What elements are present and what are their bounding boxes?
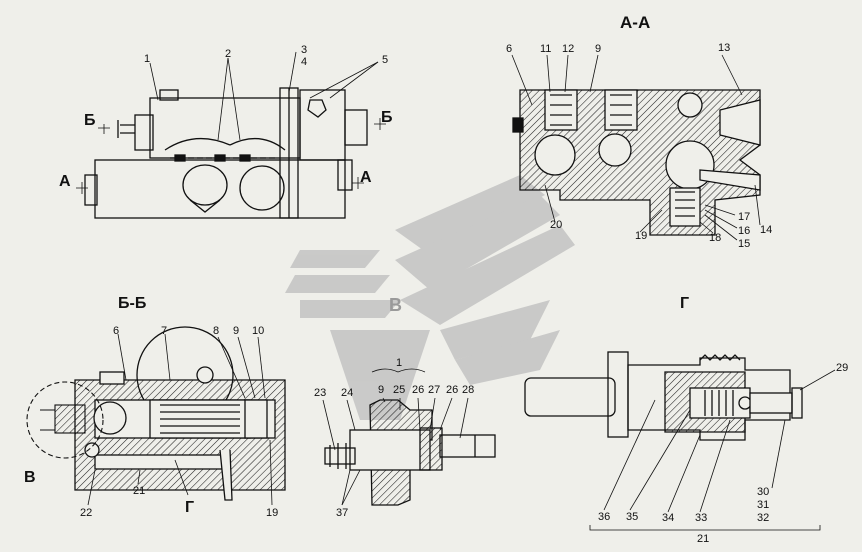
callout-36: 36 [598,511,611,523]
view-v-detail [26,381,104,459]
callout-16: 16 [738,225,751,237]
callout-21-bb: 21 [133,485,146,497]
leaders-view-g [589,369,836,531]
callout-25: 25 [393,384,406,396]
callout-26-a: 26 [412,384,425,396]
callout-17: 17 [738,211,751,223]
callout-32: 32 [757,512,770,524]
callout-10: 10 [252,325,265,337]
section-title-bb: Б-Б [118,295,147,312]
callout-22: 22 [80,507,93,519]
callout-4: 4 [301,56,308,68]
view-marker-g: Г [185,499,195,516]
callout-9-bb: 9 [233,325,240,337]
view-g-drawing [524,351,803,441]
callout-18: 18 [709,232,722,244]
callout-7: 7 [161,325,168,337]
callout-13: 13 [718,42,731,54]
leaders-exterior [76,51,386,194]
callout-12: 12 [562,43,575,55]
section-title-g: Г [680,295,690,312]
callout-28: 28 [462,384,475,396]
callout-26-b: 26 [446,384,459,396]
callout-9-aa: 9 [595,43,602,55]
callout-20: 20 [550,219,563,231]
callout-15: 15 [738,238,751,250]
callout-29: 29 [836,362,849,374]
leaders-aa [511,54,761,241]
section-bb-drawing [74,326,286,501]
callout-27: 27 [428,384,441,396]
callout-6-aa: 6 [506,43,513,55]
watermark-logo [285,175,575,420]
callout-2: 2 [225,48,232,60]
callout-3: 3 [301,44,308,56]
callout-9-assembly: 9 [378,384,385,396]
callout-23: 23 [314,387,327,399]
cut-marker-b-right: Б [381,109,393,126]
leaders-assembly-1 [322,368,469,506]
callout-1-assembly: 1 [396,357,403,369]
callout-37: 37 [336,507,349,519]
callout-8: 8 [213,325,220,337]
callout-5: 5 [382,54,389,66]
assembly-1-drawing [324,399,496,506]
callout-14: 14 [760,224,773,236]
section-aa-drawing [512,89,761,236]
callout-1: 1 [144,53,151,65]
callout-19-aa: 19 [635,230,648,242]
cut-marker-a-left: А [59,173,71,190]
callout-6-bb: 6 [113,325,120,337]
callout-34: 34 [662,512,675,524]
view-marker-v: В [24,469,36,486]
watermark-letter: В [389,295,402,315]
callout-21-g: 21 [697,533,710,545]
callout-31: 31 [757,499,770,511]
callout-33: 33 [695,512,708,524]
callout-24: 24 [341,387,354,399]
leaders-bb [87,333,273,506]
view-exterior [84,87,368,219]
callout-30: 30 [757,486,770,498]
callout-19-bb: 19 [266,507,279,519]
cut-marker-a-right: А [360,169,372,186]
cut-marker-b-left: Б [84,112,96,129]
section-title-aa: А-А [620,13,651,32]
callout-35: 35 [626,511,639,523]
callout-11: 11 [540,43,552,55]
